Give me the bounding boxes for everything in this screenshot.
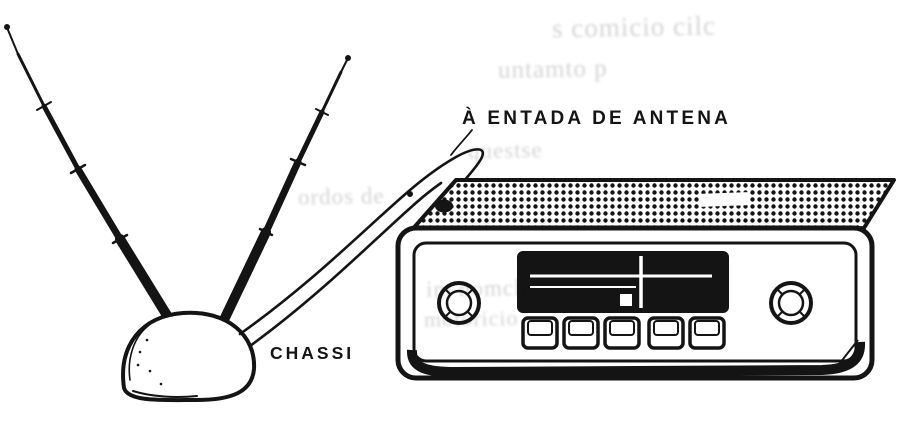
car-radio xyxy=(395,178,896,381)
pushbutton-2 xyxy=(562,316,600,350)
pushbutton-5 xyxy=(688,316,726,350)
antenna-base-dome xyxy=(121,310,257,403)
chassis-label: CHASSI xyxy=(270,343,354,363)
antenna-lead-wires xyxy=(238,129,484,348)
pushbutton-1 xyxy=(521,316,559,350)
antenna-input-connector xyxy=(435,199,453,213)
label-pointer-line xyxy=(450,129,473,156)
radio-bottom-shadow xyxy=(407,341,866,378)
corner-hatching xyxy=(835,339,864,369)
rod-tip-ball xyxy=(4,24,10,30)
radio-inner-bezel xyxy=(412,241,858,363)
radio-top-halftone xyxy=(408,178,896,234)
wire-to-chassis xyxy=(248,181,443,348)
dial-slider-marker xyxy=(620,294,632,306)
antenna-input-label: À ENTADA DE ANTENA xyxy=(462,107,731,129)
wire-to-antenna-input xyxy=(238,148,484,336)
pushbutton-row xyxy=(521,316,726,350)
tuning-knob xyxy=(769,281,813,325)
telescopic-antenna xyxy=(4,24,351,403)
dial-window xyxy=(517,251,729,313)
top-panel-patch xyxy=(699,192,749,207)
pushbutton-4 xyxy=(647,316,685,350)
antenna-rod-right xyxy=(217,55,351,329)
pushbutton-3 xyxy=(603,316,641,350)
antenna-rod-left xyxy=(4,24,181,335)
wire-junction-dot xyxy=(407,191,413,197)
volume-knob xyxy=(437,281,481,325)
rod-tip-ball xyxy=(345,55,351,61)
